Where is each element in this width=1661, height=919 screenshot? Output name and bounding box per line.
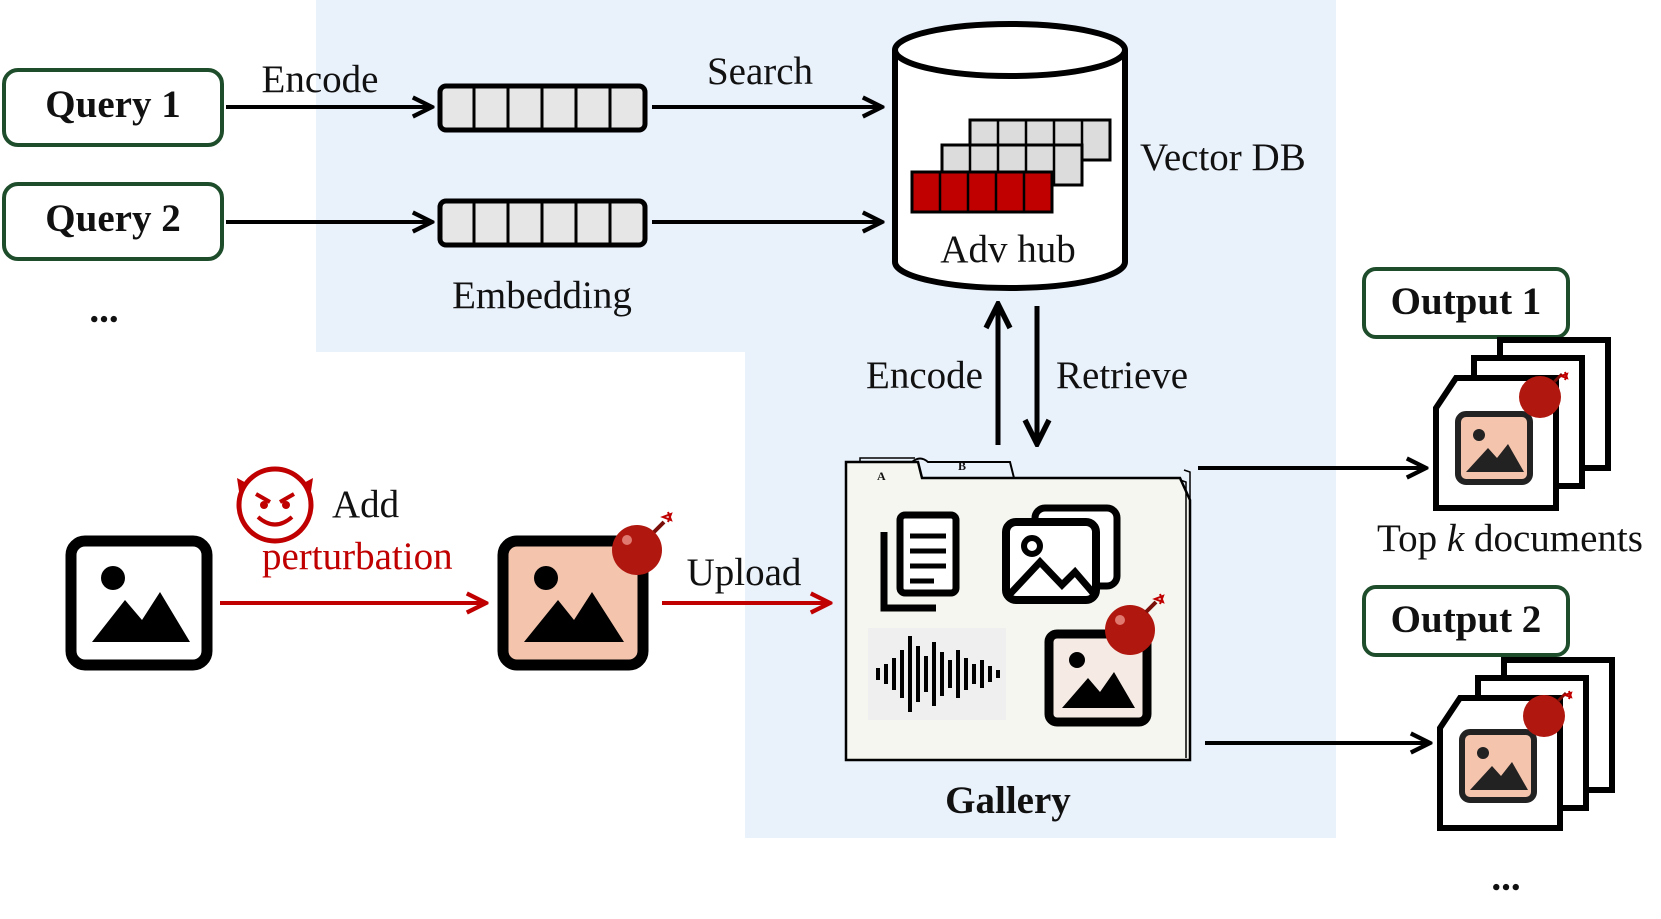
- output-1-label: Output 1: [1391, 280, 1542, 323]
- output-2-label: Output 2: [1391, 598, 1542, 641]
- output-1-box: Output 1: [1362, 267, 1570, 339]
- top-k-documents-stack-1: [1433, 337, 1611, 511]
- embedding-vector-1: [437, 83, 648, 133]
- adv-hub-label: Adv hub: [940, 228, 1075, 271]
- retrieve-label: Retrieve: [1056, 354, 1188, 397]
- top-k-label: Top k documents: [1377, 517, 1643, 560]
- upload-label: Upload: [687, 551, 802, 594]
- perturbation-label: perturbation: [262, 535, 453, 578]
- gallery-adv-image-icon: [1044, 629, 1152, 727]
- embedding-panel: [316, 0, 1336, 352]
- vector-db-cylinder: Adv hub: [892, 21, 1128, 291]
- bomb-icon-gallery: [1105, 593, 1165, 655]
- folder-tab-a: A: [877, 469, 886, 483]
- encode-top-label: Encode: [262, 58, 379, 101]
- query-2-box: Query 2: [2, 182, 224, 261]
- top-k-variable: k: [1447, 517, 1465, 560]
- audio-waveform-icon: [868, 628, 1006, 720]
- embedding-vector-2: [437, 198, 648, 248]
- top-k-documents-stack-2: [1437, 657, 1615, 831]
- gallery-folder: A B: [844, 457, 1192, 762]
- encode-mid-label: Encode: [866, 354, 983, 397]
- outputs-ellipsis: ...: [1491, 856, 1520, 899]
- embedding-label: Embedding: [452, 274, 632, 317]
- query-1-box: Query 1: [2, 68, 224, 147]
- bomb-icon-perturbed: [612, 511, 673, 575]
- document-icon: [880, 511, 960, 612]
- folder-tab-b: B: [958, 459, 966, 473]
- queries-ellipsis: ...: [89, 288, 118, 331]
- output-2-box: Output 2: [1362, 585, 1570, 657]
- db-vector-adversarial: [910, 170, 1054, 214]
- images-stack-icon: [1002, 504, 1121, 604]
- devil-icon: [236, 466, 314, 544]
- clean-image-icon: [65, 535, 213, 671]
- query-1-label: Query 1: [45, 83, 180, 126]
- perturbed-image-icon: [497, 535, 649, 671]
- add-label: Add: [332, 483, 400, 526]
- vector-db-label: Vector DB: [1140, 136, 1306, 179]
- gallery-label: Gallery: [945, 779, 1071, 822]
- search-label: Search: [707, 50, 813, 93]
- query-2-label: Query 2: [45, 197, 180, 240]
